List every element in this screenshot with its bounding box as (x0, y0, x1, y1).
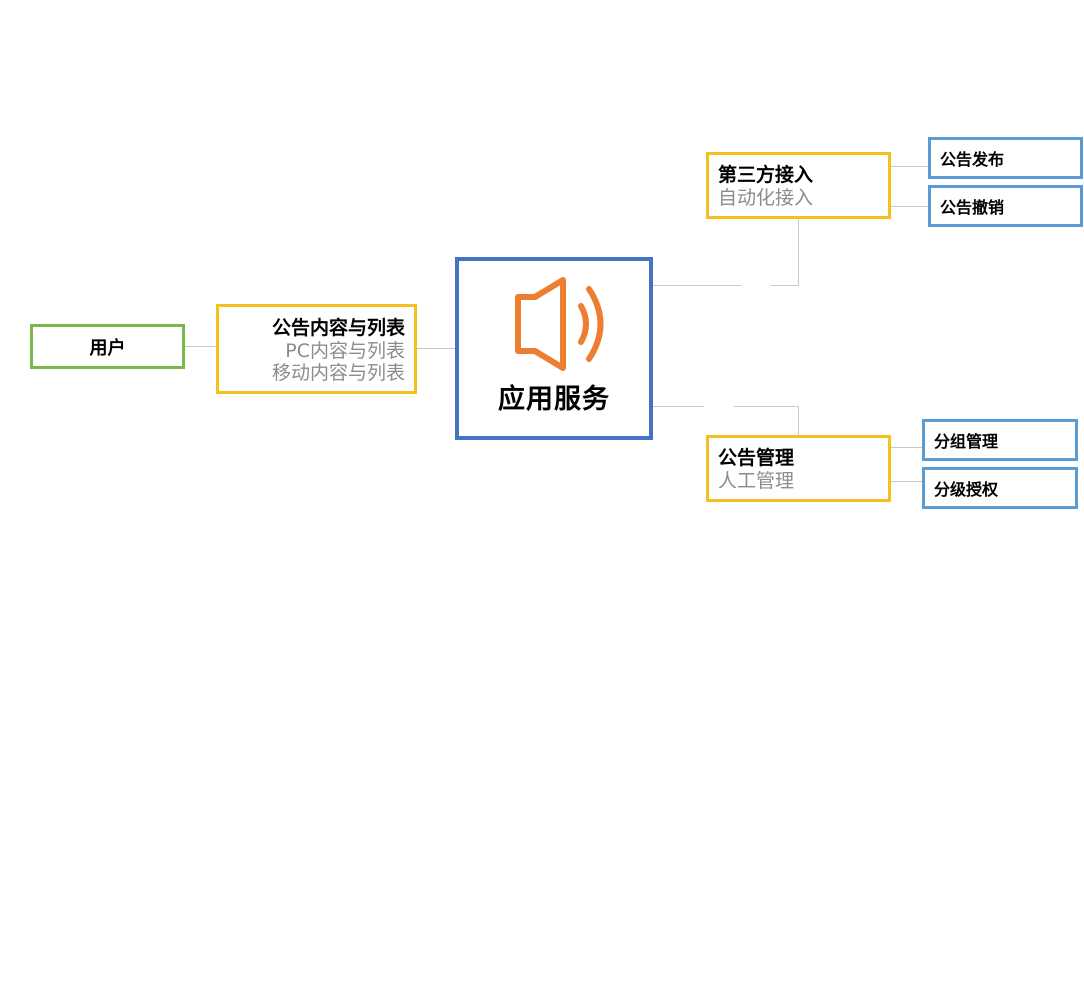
user-node: 用户 (30, 324, 185, 369)
third-party-sub: 自动化接入 (718, 187, 814, 209)
management-sub: 人工管理 (718, 470, 795, 492)
connector-center-mgmt-h1 (653, 406, 704, 407)
third-party-node: 第三方接入 自动化接入 (706, 152, 891, 219)
connector-content-center (417, 348, 455, 349)
connector-center-mgmt-v (798, 406, 799, 435)
management-node: 公告管理 人工管理 (706, 435, 891, 502)
content-node: 公告内容与列表 PC内容与列表 移动内容与列表 (216, 304, 417, 394)
connector-third-publish (891, 166, 928, 167)
content-line-pc: PC内容与列表 (285, 339, 405, 362)
connector-center-third-h2 (771, 285, 799, 286)
group-management-label: 分组管理 (934, 432, 999, 451)
publish-label: 公告发布 (940, 150, 1005, 169)
level-authorization-label: 分级授权 (934, 480, 999, 499)
connector-center-third-h1 (653, 285, 741, 286)
speaker-icon (515, 277, 604, 371)
connector-third-revoke (891, 206, 928, 207)
publish-node: 公告发布 (928, 137, 1083, 179)
connector-user-content (185, 346, 216, 347)
third-party-title: 第三方接入 (718, 164, 814, 186)
connector-mgmt-group (891, 447, 922, 448)
connector-center-mgmt-h2 (734, 406, 799, 407)
connector-center-third-v (798, 219, 799, 286)
group-management-node: 分组管理 (922, 419, 1078, 461)
content-title: 公告内容与列表 (271, 317, 405, 339)
connector-mgmt-level (891, 481, 922, 482)
level-authorization-node: 分级授权 (922, 467, 1078, 509)
center-node: 应用服务 (455, 257, 653, 440)
management-title: 公告管理 (718, 447, 795, 469)
revoke-label: 公告撤销 (940, 198, 1005, 217)
user-label: 用户 (89, 337, 126, 359)
content-line-mobile: 移动内容与列表 (271, 362, 405, 384)
center-label: 应用服务 (498, 384, 610, 415)
revoke-node: 公告撤销 (928, 185, 1083, 227)
